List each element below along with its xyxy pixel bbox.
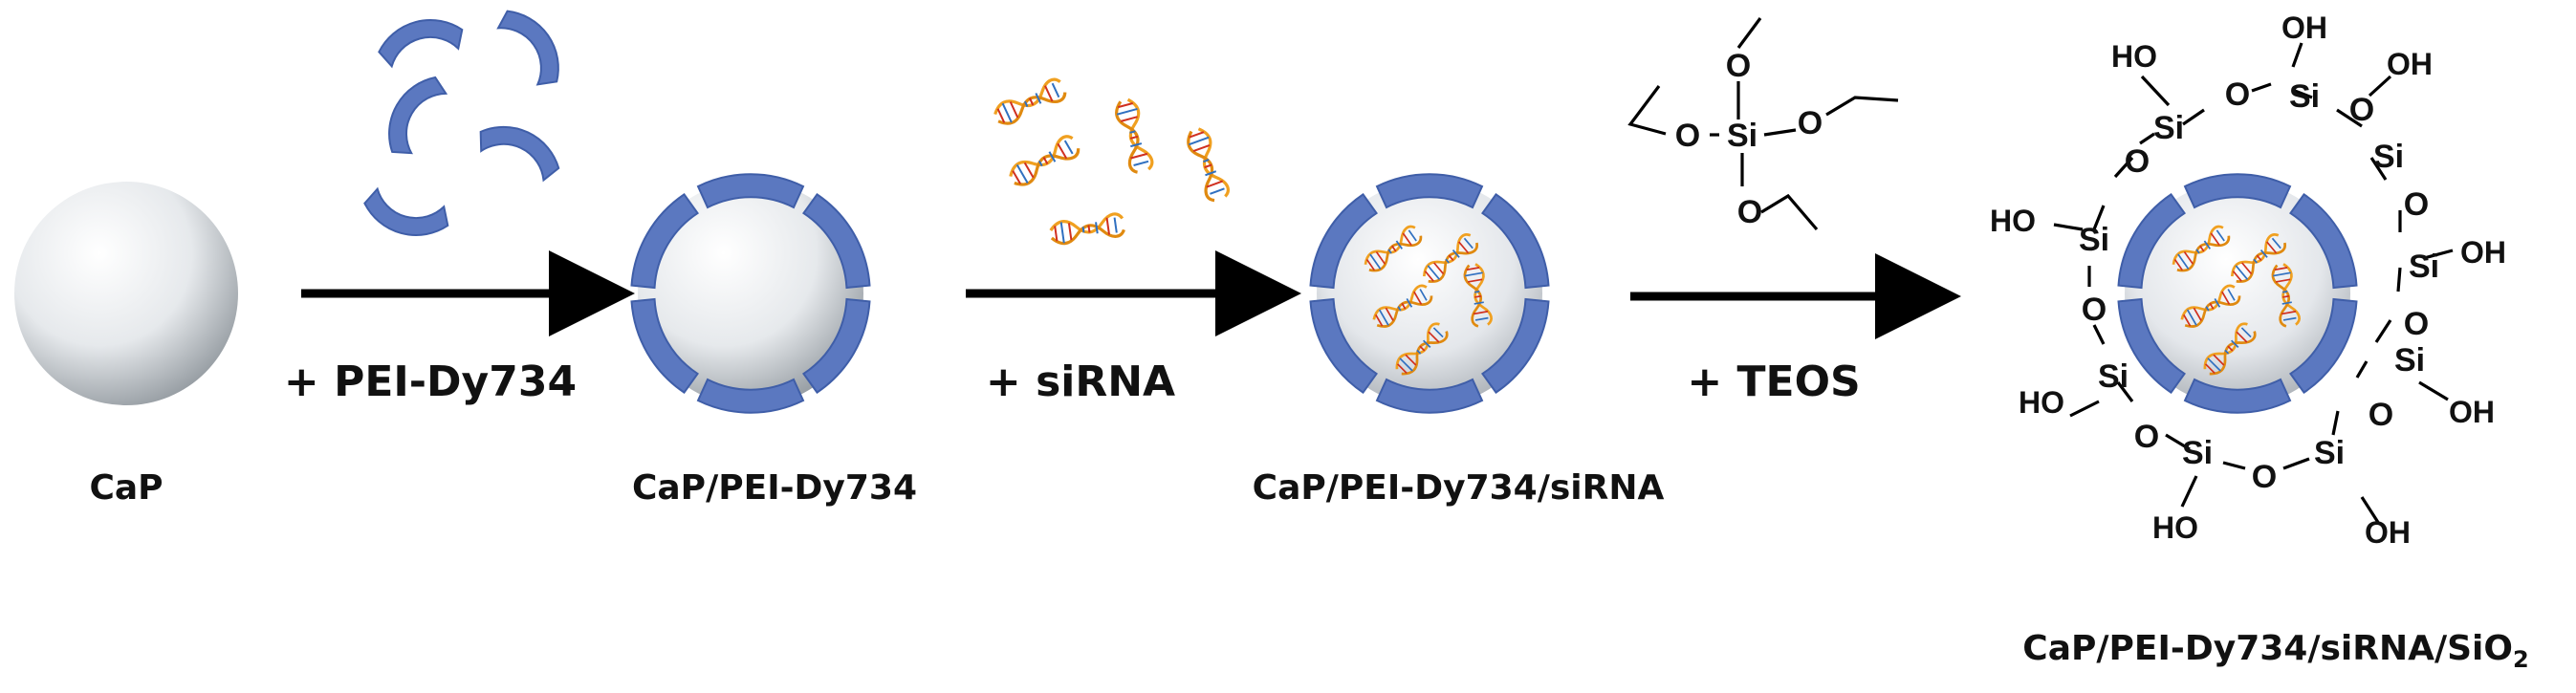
- hydroxyl-group: OH: [2281, 11, 2327, 45]
- pei-fragments: [359, 0, 574, 246]
- silica-ring-bonds: [2053, 42, 2454, 525]
- hydroxyl-group: OH: [2449, 395, 2495, 429]
- o-atom: O: [2369, 397, 2393, 433]
- hydroxyl-group: OH: [2387, 47, 2433, 81]
- hydroxyl-group: OH: [2365, 515, 2411, 550]
- hydroxyl-group: HO: [2019, 385, 2064, 420]
- cap-nanoparticle: [14, 182, 238, 405]
- o-atom: O: [2225, 76, 2250, 113]
- stage-label-cap-pei-sirna: CaP/PEI-Dy734/siRNA: [1253, 468, 1665, 508]
- hydroxyl-group: HO: [2152, 510, 2198, 545]
- cap-pei-sirna-nanoparticle: [1299, 173, 1561, 414]
- stage-label-cap: CaP: [89, 468, 163, 508]
- teos-o-left: O: [1675, 118, 1700, 154]
- stage-label-final-subscript: 2: [2513, 646, 2529, 673]
- hydroxyl-group: HO: [2111, 39, 2157, 74]
- si-atom: Si: [2409, 249, 2439, 285]
- stage-label-final: CaP/PEI-Dy734/siRNA/SiO2: [2022, 629, 2528, 673]
- si-atom: Si: [2153, 110, 2184, 146]
- si-atom: Si: [2314, 435, 2345, 471]
- si-atom: Si: [2182, 435, 2213, 471]
- o-atom: O: [2349, 92, 2374, 128]
- teos-si: Si: [1727, 118, 1757, 154]
- stage-label-cap-pei: CaP/PEI-Dy734: [632, 468, 917, 508]
- sirna-strands: [990, 75, 1233, 248]
- si-atom: Si: [2079, 222, 2109, 258]
- o-atom: O: [2252, 459, 2277, 495]
- reagent-label-pei: + PEI-Dy734: [284, 357, 577, 406]
- o-atom: O: [2082, 292, 2107, 328]
- o-atom: O: [2404, 186, 2429, 223]
- stage-label-final-main: CaP/PEI-Dy734/siRNA/SiO: [2022, 629, 2513, 668]
- silica-coated-nanoparticle: [2107, 173, 2369, 414]
- hydroxyl-group: HO: [1990, 204, 2036, 238]
- reagent-label-sirna: + siRNA: [986, 357, 1175, 406]
- cap-pei-nanoparticle: [620, 173, 882, 414]
- si-atom: Si: [2289, 78, 2320, 115]
- hydroxyl-group: OH: [2460, 235, 2506, 270]
- teos-molecule: [1627, 17, 1899, 231]
- teos-o-bottom: O: [1737, 194, 1762, 230]
- o-atom: O: [2404, 306, 2429, 342]
- si-atom: Si: [2373, 139, 2404, 175]
- teos-o-right: O: [1798, 105, 1823, 141]
- si-atom: Si: [2098, 358, 2128, 395]
- silica-ring-atoms: Si Si Si Si Si Si Si Si Si O O O O O O O…: [1990, 11, 2506, 550]
- teos-atoms: O O Si O O: [1675, 48, 1823, 230]
- o-atom: O: [2134, 419, 2159, 455]
- teos-o-top: O: [1726, 48, 1751, 84]
- o-atom: O: [2125, 143, 2150, 180]
- si-atom: Si: [2394, 342, 2425, 379]
- reagent-label-teos: + TEOS: [1687, 357, 1860, 406]
